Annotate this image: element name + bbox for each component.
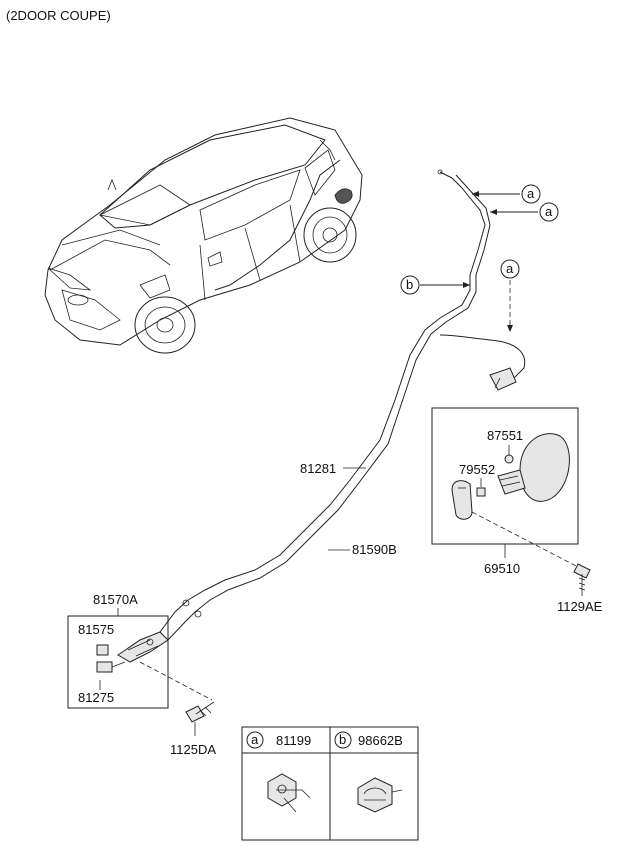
callout-b-letter: b [406,277,413,292]
clip-legend-table: a 81199 b 98662B [241,726,419,841]
clip-98662B-drawing [357,777,403,813]
clip-81199-drawing [267,773,311,813]
screw-1129AE [573,563,591,596]
callout-a-3: a [500,259,520,279]
callout-a-2: a [539,202,559,222]
callout-a-3-letter: a [506,261,514,276]
bolt-1125DA [185,701,215,736]
fuel-filler-door-assembly [431,407,581,569]
label-1129AE: 1129AE [557,599,603,614]
label-81570A: 81570A [93,592,138,607]
label-87551: 87551 [487,428,523,443]
label-69510: 69510 [484,561,520,576]
callout-a-1-letter: a [527,186,535,201]
legend-b-letter: b [339,732,346,747]
label-81275: 81275 [78,690,114,705]
car-illustration [44,117,363,354]
diagram-title: (2DOOR COUPE) [6,8,111,23]
label-79552: 79552 [459,462,495,477]
callout-a-2-letter: a [545,204,553,219]
callout-a-1: a [521,184,541,204]
label-81575: 81575 [78,622,114,637]
legend-b-part-number: 98662B [358,733,403,748]
release-cable-81281 [187,169,491,613]
lever-assembly-81570A [67,599,213,709]
legend-a-letter: a [251,732,259,747]
legend-a-part-number: 81199 [276,733,311,748]
callout-arrows [420,191,538,332]
callout-b: b [400,275,420,295]
label-81281: 81281 [300,461,336,476]
lid-opener-cable [439,334,526,391]
label-81590B: 81590B [352,542,397,557]
label-1125DA: 1125DA [170,742,216,757]
